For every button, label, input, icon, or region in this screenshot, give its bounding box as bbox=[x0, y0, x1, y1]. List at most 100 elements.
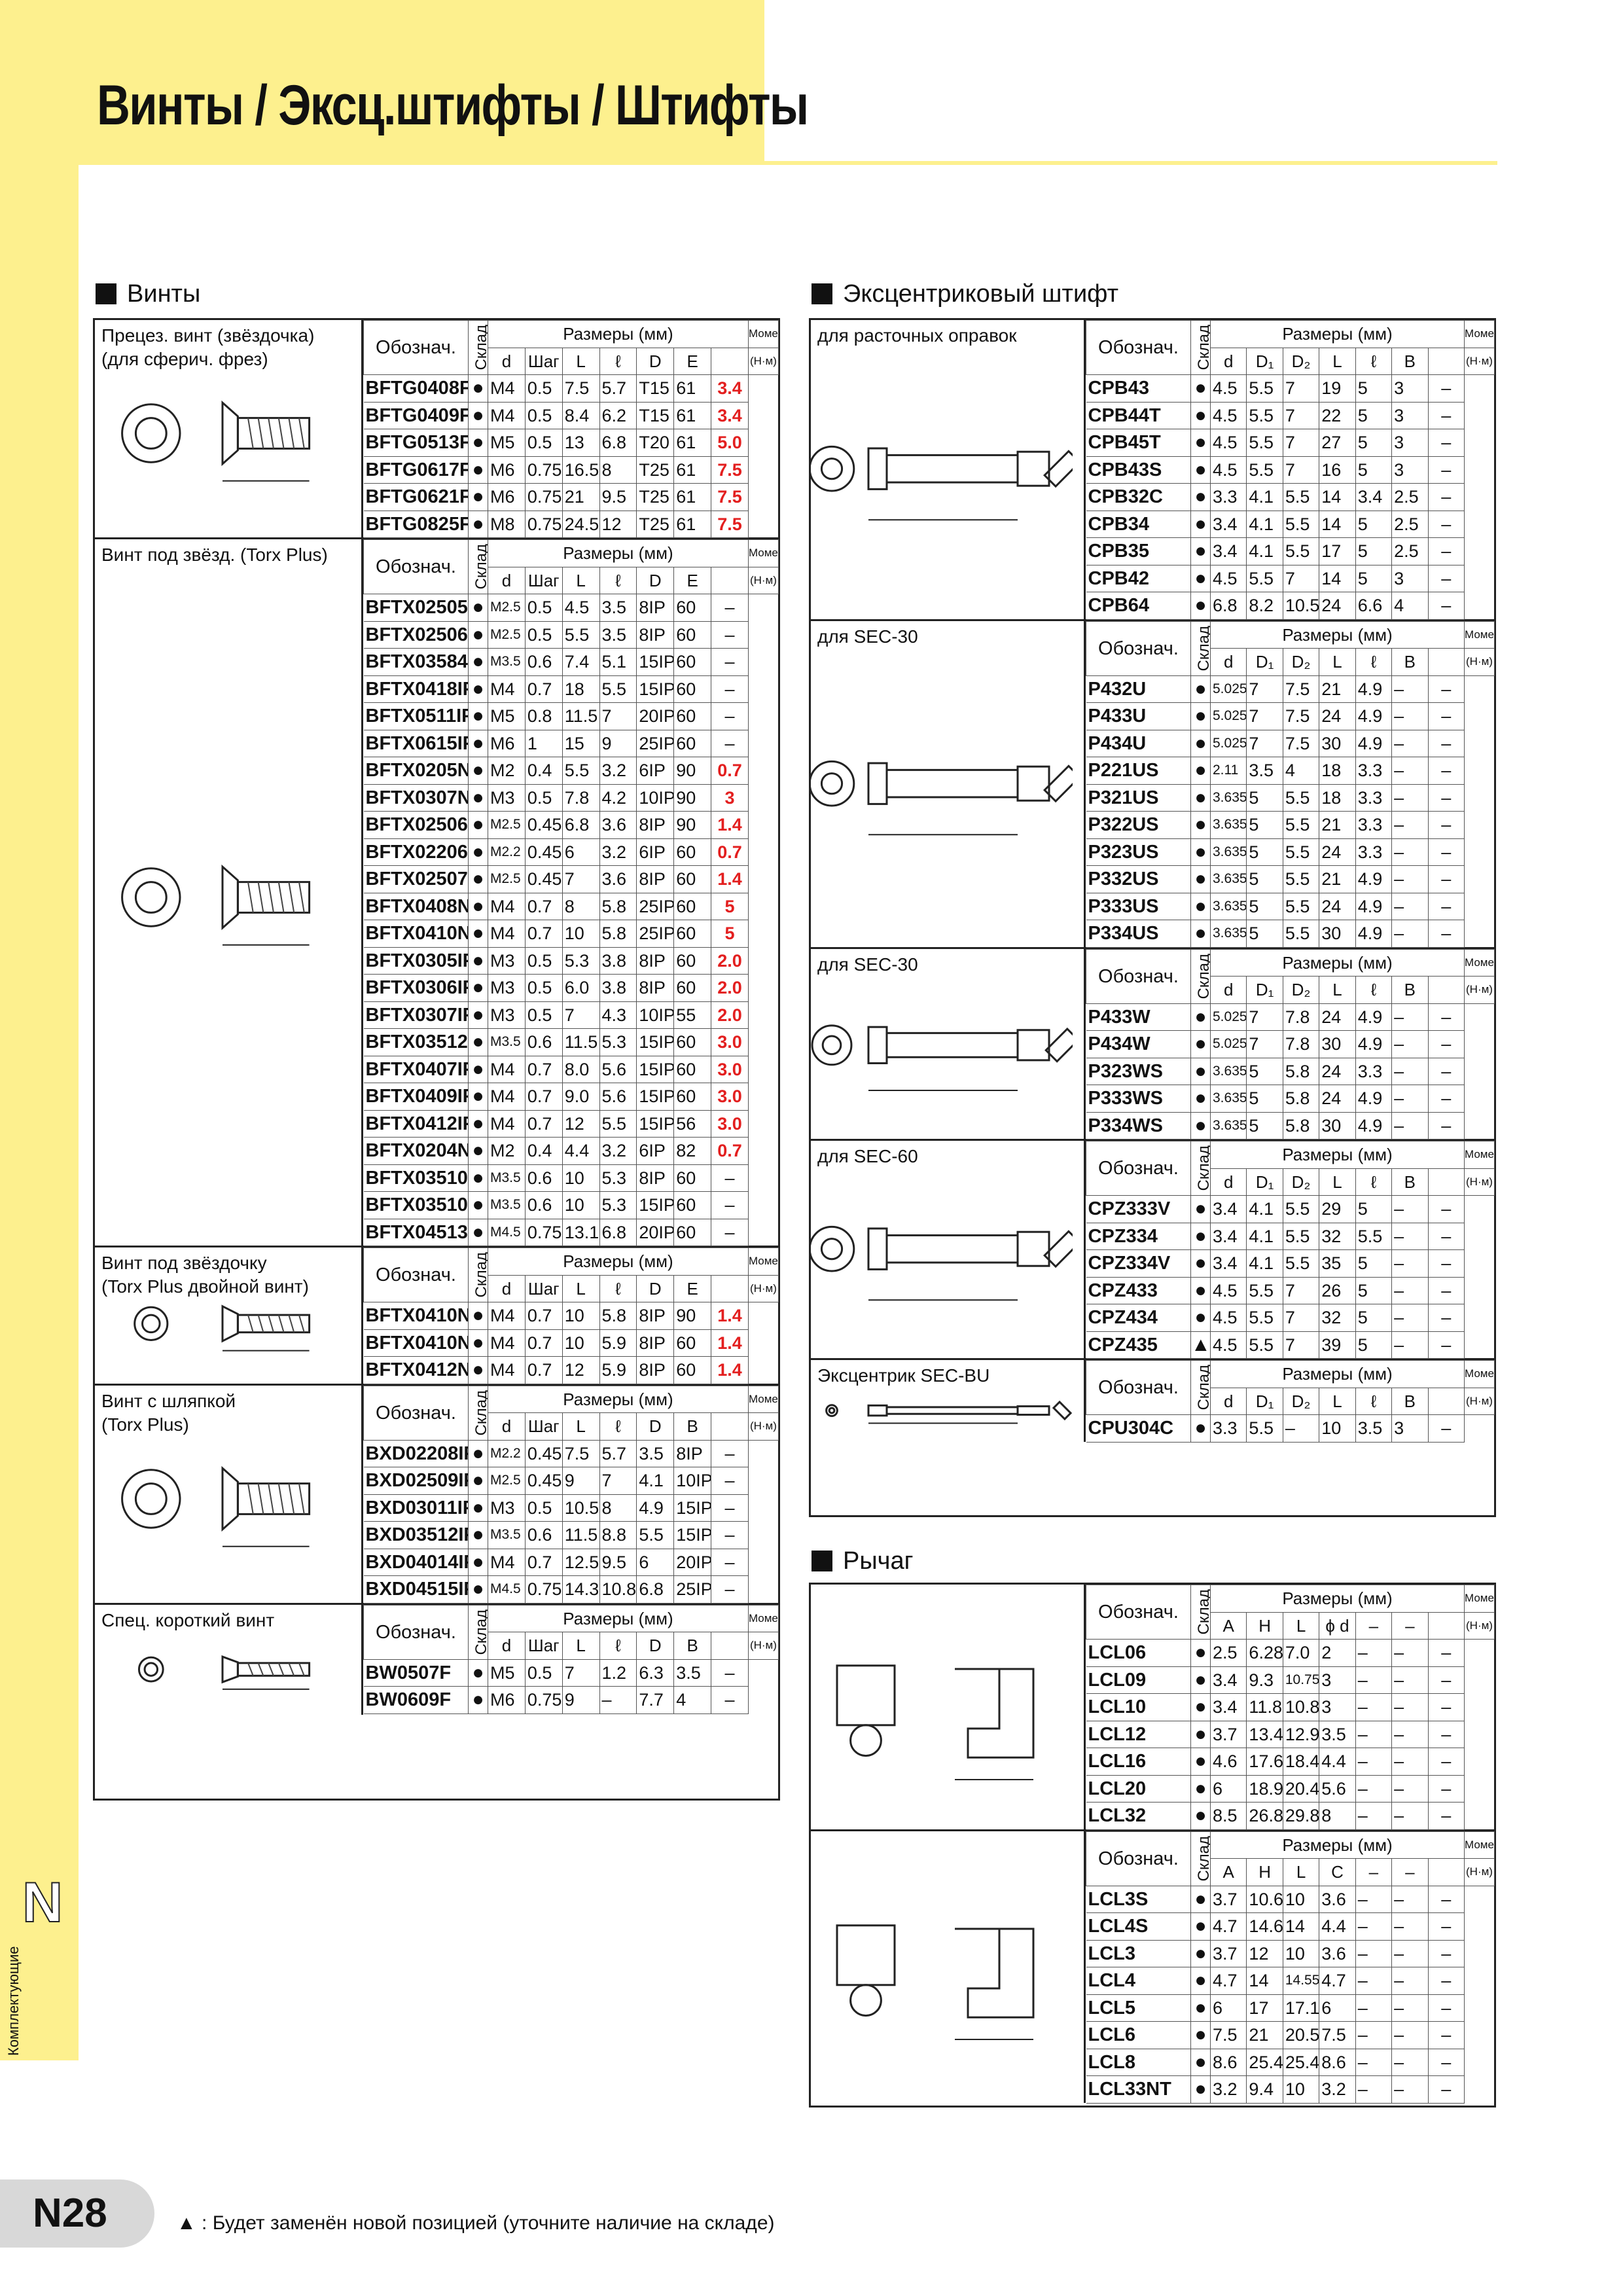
part-code[interactable]: BFTG0408F bbox=[363, 374, 469, 403]
part-code[interactable]: BFTX02507NT bbox=[363, 865, 469, 893]
part-code[interactable]: CPB34 bbox=[1086, 510, 1191, 538]
part-code[interactable]: BXD02509IP bbox=[363, 1467, 469, 1495]
cell-value: 0.7 bbox=[524, 1302, 563, 1330]
part-code[interactable]: CPZ334V bbox=[1086, 1249, 1191, 1278]
part-code[interactable]: BFTX0307IP bbox=[363, 1001, 469, 1029]
part-code[interactable]: BFTX0410NT bbox=[363, 920, 469, 948]
part-code[interactable]: CPB35 bbox=[1086, 537, 1191, 565]
part-code[interactable]: BFTX0204NS bbox=[363, 1137, 469, 1165]
part-code[interactable]: BW0609F bbox=[363, 1686, 469, 1714]
part-code[interactable]: CPZ334 bbox=[1086, 1222, 1191, 1250]
part-code[interactable]: BFTX03584IP bbox=[363, 648, 469, 676]
part-code[interactable]: LCL20 bbox=[1086, 1774, 1191, 1803]
part-code[interactable]: LCL09 bbox=[1086, 1666, 1191, 1694]
part-code[interactable]: LCL12 bbox=[1086, 1720, 1191, 1748]
part-code[interactable]: P332US bbox=[1086, 865, 1191, 893]
part-code[interactable]: BFTG0513F bbox=[363, 429, 469, 457]
part-code[interactable]: BFTX02206NT bbox=[363, 838, 469, 866]
part-code[interactable]: P434U bbox=[1086, 729, 1191, 757]
part-code[interactable]: LCL06 bbox=[1086, 1639, 1191, 1667]
part-code[interactable]: BFTX02506NS bbox=[363, 811, 469, 839]
part-code[interactable]: BXD04014IP bbox=[363, 1548, 469, 1576]
part-code[interactable]: P323US bbox=[1086, 838, 1191, 866]
part-code[interactable]: BFTX0407IP bbox=[363, 1055, 469, 1083]
part-code[interactable]: LCL16 bbox=[1086, 1748, 1191, 1776]
part-code[interactable]: BFTX02505IP bbox=[363, 594, 469, 622]
part-code[interactable]: BFTX0409IP bbox=[363, 1083, 469, 1111]
part-code[interactable]: BXD02208IP bbox=[363, 1439, 469, 1467]
cell-value: – bbox=[1391, 675, 1429, 703]
part-code[interactable]: CPB42 bbox=[1086, 564, 1191, 592]
part-code[interactable]: BFTX0511IP bbox=[363, 702, 469, 730]
part-code[interactable]: P334US bbox=[1086, 920, 1191, 948]
part-code[interactable]: BFTX03510IP15 bbox=[363, 1191, 469, 1219]
part-code[interactable]: P433U bbox=[1086, 702, 1191, 730]
part-code[interactable]: BXD03512IP bbox=[363, 1521, 469, 1549]
part-code[interactable]: LCL4 bbox=[1086, 1967, 1191, 1995]
part-code[interactable]: P333US bbox=[1086, 892, 1191, 920]
part-code[interactable]: P434W bbox=[1086, 1030, 1191, 1058]
part-code[interactable]: BFTX0305IP bbox=[363, 946, 469, 975]
part-code[interactable]: CPB44T bbox=[1086, 401, 1191, 429]
cell-value: 15IP bbox=[636, 1028, 675, 1056]
part-code[interactable]: LCL32 bbox=[1086, 1802, 1191, 1830]
part-code[interactable]: LCL8 bbox=[1086, 2048, 1191, 2076]
part-code[interactable]: BFTX04513IP20 bbox=[363, 1218, 469, 1246]
part-code[interactable]: P432U bbox=[1086, 675, 1191, 703]
part-code[interactable]: LCL5 bbox=[1086, 1994, 1191, 2022]
cell-value: 5.5 bbox=[1246, 429, 1283, 457]
part-code[interactable]: CPZ435 bbox=[1086, 1331, 1191, 1359]
part-code[interactable]: BFTX03510IP08 bbox=[363, 1164, 469, 1192]
part-code[interactable]: P321US bbox=[1086, 783, 1191, 812]
cell-value: 8IP bbox=[636, 1356, 675, 1384]
part-code[interactable]: BFTX0615IP bbox=[363, 729, 469, 757]
part-code[interactable]: BFTX0306IP bbox=[363, 974, 469, 1002]
part-code[interactable]: CPB32C bbox=[1086, 483, 1191, 511]
section-tab[interactable]: N Комплектующие bbox=[0, 1871, 79, 2060]
part-code[interactable]: BFTX0412NTW bbox=[363, 1356, 469, 1384]
part-code[interactable]: BFTX0307NS bbox=[363, 783, 469, 812]
part-code[interactable]: CPB43S bbox=[1086, 456, 1191, 484]
part-code[interactable]: BFTG0409F bbox=[363, 401, 469, 429]
cell-value: 0.7 bbox=[524, 1329, 563, 1357]
part-code[interactable]: BW0507F bbox=[363, 1659, 469, 1687]
part-code[interactable]: CPB64 bbox=[1086, 592, 1191, 620]
part-code[interactable]: P322US bbox=[1086, 811, 1191, 839]
part-code[interactable]: P323WS bbox=[1086, 1057, 1191, 1085]
part-code[interactable]: BXD04515IP bbox=[363, 1575, 469, 1604]
part-code[interactable]: P433W bbox=[1086, 1003, 1191, 1031]
part-code[interactable]: BFTX02506IP bbox=[363, 620, 469, 649]
part-code[interactable]: LCL33NT bbox=[1086, 2075, 1191, 2104]
part-code[interactable]: CPU304C bbox=[1086, 1414, 1191, 1443]
part-code[interactable]: BFTX0408NT bbox=[363, 892, 469, 920]
part-code[interactable]: LCL10 bbox=[1086, 1693, 1191, 1721]
part-code[interactable]: BFTX0412IP bbox=[363, 1109, 469, 1138]
part-code[interactable]: BFTG0617F bbox=[363, 456, 469, 484]
part-code[interactable]: BFTX03512IP bbox=[363, 1028, 469, 1056]
part-code[interactable]: BXD03011IP bbox=[363, 1494, 469, 1522]
part-code[interactable]: LCL3S bbox=[1086, 1885, 1191, 1913]
part-code[interactable]: CPB45T bbox=[1086, 429, 1191, 457]
part-code[interactable]: BFTX0410NTW bbox=[363, 1329, 469, 1357]
part-code[interactable]: P221US bbox=[1086, 757, 1191, 785]
part-code[interactable]: BFTG0825F bbox=[363, 510, 469, 538]
part-code[interactable]: P333WS bbox=[1086, 1085, 1191, 1113]
part-code[interactable]: CPB43 bbox=[1086, 374, 1191, 403]
part-code[interactable]: CPZ433 bbox=[1086, 1276, 1191, 1304]
part-code[interactable]: BFTG0621F bbox=[363, 483, 469, 511]
part-code[interactable]: P334WS bbox=[1086, 1111, 1191, 1139]
cell-value: 3.7 bbox=[1209, 1939, 1247, 1967]
part-code[interactable]: LCL3 bbox=[1086, 1939, 1191, 1967]
part-code[interactable]: BFTX0205NS bbox=[363, 757, 469, 785]
part-code[interactable]: LCL6 bbox=[1086, 2021, 1191, 2049]
part-code[interactable]: CPZ434 bbox=[1086, 1304, 1191, 1332]
part-code[interactable]: BFTX0410NSW bbox=[363, 1302, 469, 1330]
part-code[interactable]: LCL4S bbox=[1086, 1912, 1191, 1941]
part-code[interactable]: BFTX0418IP bbox=[363, 675, 469, 703]
part-code[interactable]: CPZ333V bbox=[1086, 1195, 1191, 1223]
stock-mark: ▲ bbox=[1190, 1331, 1211, 1359]
